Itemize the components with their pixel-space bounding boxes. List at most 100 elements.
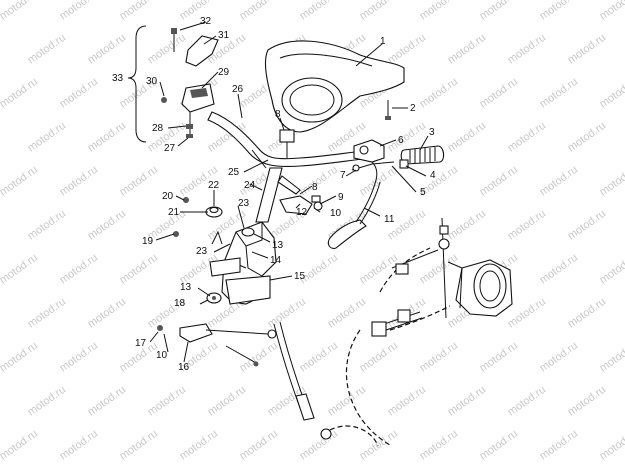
throttle-block-assembly [161, 28, 219, 138]
watermark-text: motod.ru [26, 32, 68, 67]
watermark-text: motod.ru [598, 428, 625, 463]
group-bracket-33 [127, 25, 147, 143]
watermark-text: motod.ru [0, 164, 40, 199]
steering-arm-tie-rod [157, 323, 277, 367]
watermark-text: motod.ru [0, 252, 40, 287]
watermark-text: motod.ru [418, 76, 460, 111]
watermark-text: motod.ru [506, 208, 548, 243]
leader-lines [149, 21, 429, 363]
brake-lever [327, 161, 381, 249]
watermark-text: motod.ru [0, 76, 40, 111]
callout-20: 20 [162, 191, 174, 202]
watermark-text: motod.ru [358, 428, 400, 463]
watermark-text: motod.ru [58, 0, 100, 22]
callout-13-lower: 13 [180, 282, 192, 293]
watermark-text: motod.ru [238, 0, 280, 22]
watermark-text: motod.ru [298, 0, 340, 22]
watermark-text: motod.ru [238, 340, 280, 375]
watermark-text: motod.ru [86, 32, 128, 67]
watermark-text: motod.ru [298, 340, 340, 375]
callout-28: 28 [152, 123, 164, 134]
watermark-text: motod.ru [0, 0, 40, 22]
watermark-text: motod.ru [146, 32, 188, 67]
watermark-text: motod.ru [86, 384, 128, 419]
watermark-text: motod.ru [446, 208, 488, 243]
steering-cable-lower [273, 321, 379, 447]
watermark-text: motod.ru [178, 0, 220, 22]
watermark-text: motod.ru [26, 120, 68, 155]
watermark-text: motod.ru [178, 428, 220, 463]
watermark-text: motod.ru [386, 32, 428, 67]
watermark-text: motod.ru [478, 0, 520, 22]
steering-post [255, 167, 301, 223]
watermark-text: motod.ru [418, 340, 460, 375]
callout-labels: 1 2 3 4 5 6 7 8 8 9 10 10 11 12 13 13 14… [112, 16, 436, 373]
watermark-text: motod.ru [566, 208, 608, 243]
callout-2: 2 [410, 103, 416, 114]
cable-routing-dashed [345, 217, 451, 447]
watermark-text: motod.ru [86, 296, 128, 331]
throttle-cable-end [351, 161, 395, 172]
callout-5: 5 [420, 187, 426, 198]
callout-15: 15 [294, 271, 306, 282]
callout-32: 32 [200, 16, 212, 27]
callout-26: 26 [232, 84, 244, 95]
watermark-text: motod.ru [538, 0, 580, 22]
watermark-text: motod.ru [386, 384, 428, 419]
watermark-text: motod.ru [118, 164, 160, 199]
watermark-text: motod.ru [598, 0, 625, 22]
watermark-text: motod.ru [566, 32, 608, 67]
callout-17: 17 [135, 338, 147, 349]
watermark-text: motod.ru [58, 76, 100, 111]
watermark-text: motod.ru [418, 252, 460, 287]
throttle-body-unit [447, 259, 513, 317]
watermark-text: motod.ru [538, 76, 580, 111]
callout-27: 27 [164, 143, 176, 154]
watermark-text: motod.ru [266, 296, 308, 331]
handlebar-pad [264, 40, 405, 133]
watermark-text: motod.ru [478, 428, 520, 463]
callout-8-lower: 8 [312, 182, 318, 193]
watermark-text: motod.ru [566, 296, 608, 331]
watermark-text: motod.ru [478, 76, 520, 111]
watermark-text: motod.ru [58, 252, 100, 287]
callout-19: 19 [142, 236, 154, 247]
watermark-text: motod.ru [598, 164, 625, 199]
watermark-text: motod.ru [598, 76, 625, 111]
watermark-text: motod.ru [446, 32, 488, 67]
callout-12: 12 [296, 207, 308, 218]
watermark-text: motod.ru [358, 252, 400, 287]
callout-33: 33 [112, 73, 124, 84]
hand-grip [400, 145, 445, 165]
watermark-text: motod.ru [86, 208, 128, 243]
watermark-text: motod.ru [506, 384, 548, 419]
watermark-text: motod.ru [146, 384, 188, 419]
callout-9: 9 [338, 192, 344, 203]
callout-18: 18 [174, 298, 186, 309]
callout-30: 30 [146, 76, 158, 87]
bar-end-plug [399, 159, 409, 169]
watermark-text: motod.ru [298, 428, 340, 463]
watermark-text: motod.ru [446, 384, 488, 419]
watermark-text: motod.ru [538, 340, 580, 375]
watermark-text: motod.ru [118, 428, 160, 463]
watermark-text: motod.ru [58, 164, 100, 199]
throttle-housing [353, 139, 385, 163]
watermark-text: motod.ru [418, 428, 460, 463]
callout-3: 3 [429, 127, 435, 138]
callout-8-upper: 8 [275, 109, 281, 120]
callout-31: 31 [218, 30, 230, 41]
watermark-text: motod.ru [478, 164, 520, 199]
watermark-text: motod.ru [358, 164, 400, 199]
watermark-text: motod.ru [418, 0, 460, 22]
watermark-text: motod.ru [206, 384, 248, 419]
watermark-text: motod.ru [26, 208, 68, 243]
callout-25: 25 [228, 167, 240, 178]
callout-23-lower: 23 [196, 246, 208, 257]
watermark-text: motod.ru [538, 164, 580, 199]
watermark-text: motod.ru [326, 384, 368, 419]
watermark-text: motod.ru [0, 340, 40, 375]
callout-23-upper: 23 [238, 198, 250, 209]
callout-10-upper: 10 [330, 208, 342, 219]
